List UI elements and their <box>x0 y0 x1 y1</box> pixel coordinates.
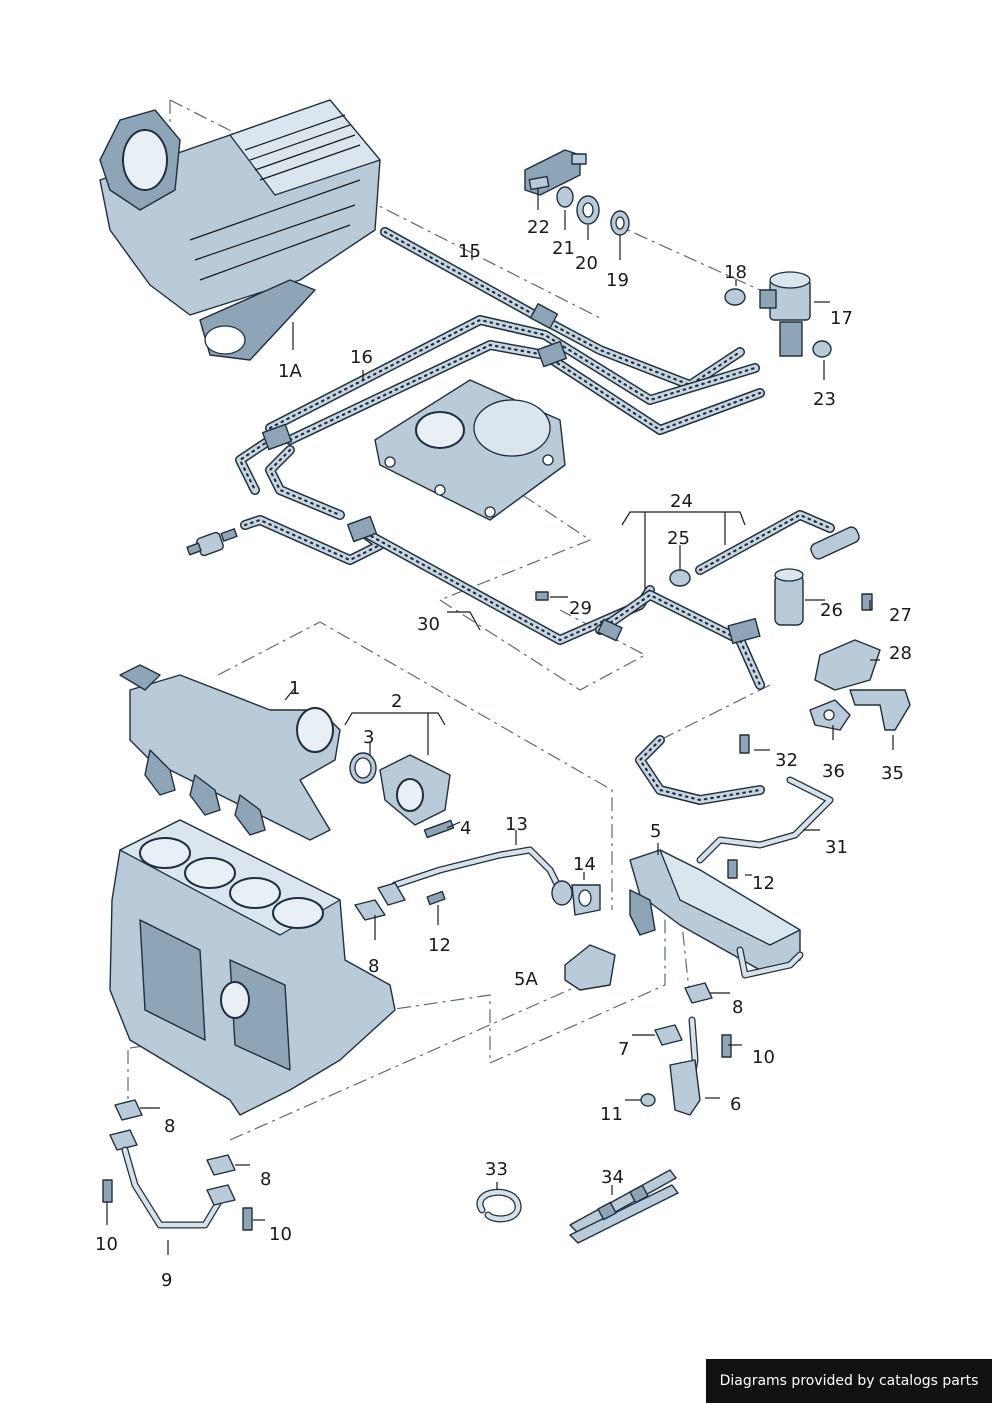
mounting-hardware <box>524 149 832 358</box>
callout-6: 6 <box>730 1094 741 1115</box>
coolant-pipe <box>102 1099 253 1231</box>
egr-bracket <box>564 944 616 991</box>
callout-25: 25 <box>667 528 690 549</box>
callout-18: 18 <box>724 262 747 283</box>
callout-5: 5 <box>650 821 661 842</box>
callout-2: 2 <box>391 691 402 712</box>
callout-32: 32 <box>775 750 798 771</box>
callout-15: 15 <box>458 241 481 262</box>
callout-8-pipe-upper: 8 <box>164 1116 175 1137</box>
assembly-reference-lines <box>127 99 771 1141</box>
credit-banner: Diagrams provided by catalogs parts <box>706 1359 992 1403</box>
callout-35: 35 <box>881 763 904 784</box>
brackets <box>809 639 911 731</box>
callout-33: 33 <box>485 1159 508 1180</box>
callout-9: 9 <box>161 1270 172 1291</box>
callout-17: 17 <box>830 308 853 329</box>
leader-lines <box>106 188 894 1255</box>
hose-clamp <box>476 1188 522 1223</box>
callout-10-right: 10 <box>752 1047 775 1068</box>
callout-36: 36 <box>822 761 845 782</box>
callout-20: 20 <box>575 253 598 274</box>
clip-set <box>569 1169 679 1244</box>
cylinder-head-cover <box>374 379 566 521</box>
vacuum-hoses <box>235 227 835 805</box>
credit-text: Diagrams provided by catalogs parts <box>719 1373 979 1389</box>
egr-pipe <box>354 846 601 921</box>
callout-30: 30 <box>417 614 440 635</box>
callout-1: 1 <box>289 678 300 699</box>
callout-12-egr-pipe: 12 <box>428 935 451 956</box>
callout-10-left: 10 <box>95 1234 118 1255</box>
callout-31: 31 <box>825 837 848 858</box>
callout-23: 23 <box>813 389 836 410</box>
callout-13: 13 <box>505 814 528 835</box>
callout-26: 26 <box>820 600 843 621</box>
pressure-converter <box>535 526 873 645</box>
egr-elbow-pipe <box>640 982 732 1116</box>
return-pipe <box>696 734 834 879</box>
solenoid-valve <box>759 271 811 357</box>
callout-16: 16 <box>350 347 373 368</box>
callout-19: 19 <box>606 270 629 291</box>
callout-5A: 5A <box>514 969 538 990</box>
callout-labels: 1A 15 16 17 18 19 20 21 22 23 24 25 26 2… <box>95 217 912 1291</box>
air-filter-housing <box>99 99 381 361</box>
callout-34: 34 <box>601 1167 624 1188</box>
callout-8-pipe-lower: 8 <box>260 1169 271 1190</box>
callout-1A: 1A <box>278 361 302 382</box>
callout-29: 29 <box>569 598 592 619</box>
check-valve <box>186 528 238 557</box>
callout-3: 3 <box>363 727 374 748</box>
callout-7: 7 <box>618 1039 629 1060</box>
callout-14: 14 <box>573 854 596 875</box>
throttle-body <box>349 752 455 839</box>
intake-manifold <box>119 664 341 841</box>
callout-8-egr-pipe: 8 <box>368 956 379 977</box>
callout-11: 11 <box>600 1104 623 1125</box>
engine-block <box>109 819 396 1116</box>
callout-27: 27 <box>889 605 912 626</box>
callout-8-egr-cooler: 8 <box>732 997 743 1018</box>
callout-4: 4 <box>460 818 471 839</box>
callout-24: 24 <box>670 491 693 512</box>
callout-22: 22 <box>527 217 550 238</box>
callout-28: 28 <box>889 643 912 664</box>
egr-cooler <box>629 849 804 979</box>
callout-12-cooler: 12 <box>752 873 775 894</box>
callout-21: 21 <box>552 238 575 259</box>
callout-10-bottom: 10 <box>269 1224 292 1245</box>
